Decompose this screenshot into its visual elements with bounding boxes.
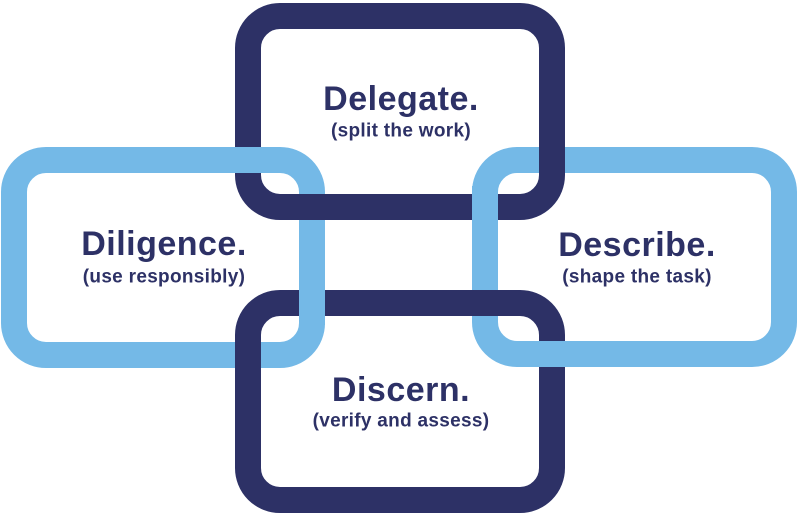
delegate-link-labels: Delegate. (split the work) — [323, 80, 479, 142]
diligence-subtitle: (use responsibly) — [83, 267, 245, 288]
discern-title: Discern. — [332, 371, 470, 409]
diligence-link-labels: Diligence. (use responsibly) — [81, 225, 247, 288]
delegate-link-frame — [235, 3, 565, 220]
delegate-title: Delegate. — [323, 80, 479, 118]
diligence-title: Diligence. — [81, 225, 247, 263]
describe-title: Describe. — [558, 226, 716, 264]
discern-link-frame — [235, 290, 565, 513]
describe-subtitle: (shape the task) — [562, 267, 711, 288]
describe-link-frame — [472, 147, 797, 367]
discern-link-labels: Discern. (verify and assess) — [313, 371, 490, 432]
diligence-link-frame — [1, 147, 325, 368]
delegate-subtitle: (split the work) — [331, 121, 471, 142]
discern-subtitle: (verify and assess) — [313, 411, 490, 432]
describe-link-labels: Describe. (shape the task) — [558, 226, 716, 288]
